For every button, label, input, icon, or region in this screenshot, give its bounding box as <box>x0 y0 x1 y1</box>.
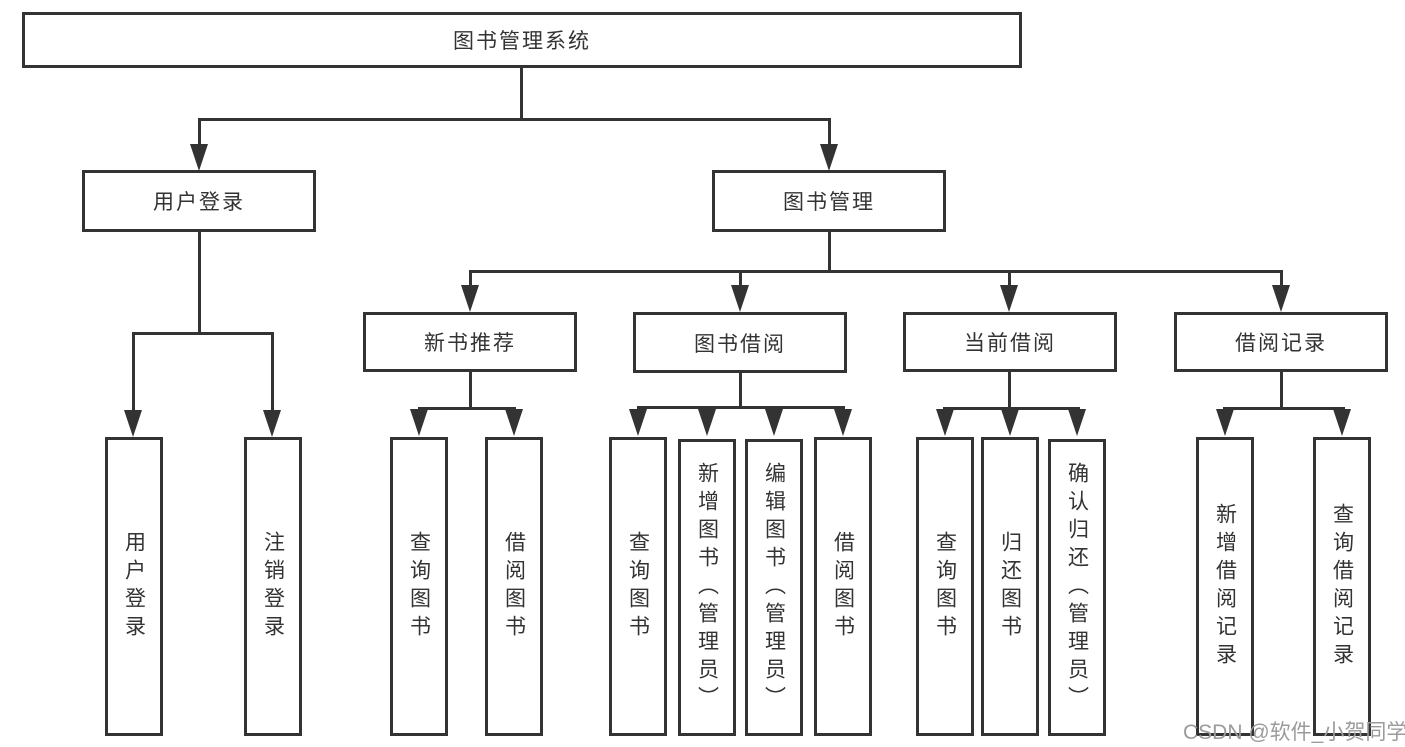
connector-line <box>739 371 742 409</box>
leaf-records-add-record-label: 新增借阅记录 <box>1213 502 1237 671</box>
connector-line <box>1280 270 1283 290</box>
leaf-current-query-books: 查询图书 <box>916 437 974 736</box>
arrow-down-icon <box>124 410 142 437</box>
connector-line <box>1008 371 1011 409</box>
node-new-book-recommend: 新书推荐 <box>363 312 577 372</box>
connector-line <box>469 370 472 410</box>
connector-line <box>198 232 201 335</box>
leaf-borrow-query-books: 查询图书 <box>609 437 667 736</box>
arrow-down-icon <box>1000 285 1018 312</box>
node-book-management: 图书管理 <box>712 170 946 232</box>
arrow-down-icon <box>936 409 954 436</box>
arrow-down-icon <box>410 409 428 436</box>
node-new-book-recommend-label: 新书推荐 <box>424 332 516 355</box>
arrow-down-icon <box>698 409 716 436</box>
arrow-down-icon <box>820 144 838 171</box>
connector-line <box>1008 270 1011 290</box>
node-book-borrow-label: 图书借阅 <box>694 332 786 356</box>
arrow-down-icon <box>1068 409 1086 436</box>
arrow-down-icon <box>1001 409 1019 436</box>
connector-line <box>132 332 135 411</box>
arrow-down-icon <box>461 285 479 312</box>
connector-line <box>469 270 1283 273</box>
leaf-current-confirm-return-admin: 确认归还（管理员） <box>1048 439 1106 736</box>
connector-line <box>132 332 274 335</box>
leaf-borrow-borrow-books: 借阅图书 <box>814 437 872 736</box>
leaf-borrow-query-books-label: 查询图书 <box>626 530 650 643</box>
leaf-recommend-borrow-books-label: 借阅图书 <box>502 530 526 643</box>
connector-line <box>739 270 742 290</box>
leaf-borrow-edit-books-admin: 编辑图书（管理员） <box>745 439 803 736</box>
connector-line <box>943 407 1080 410</box>
arrow-down-icon <box>1272 285 1290 312</box>
arrow-down-icon <box>731 285 749 312</box>
node-borrow-records: 借阅记录 <box>1174 312 1388 372</box>
leaf-user-login: 用户登录 <box>105 437 163 736</box>
leaf-user-login-label: 用户登录 <box>122 530 146 643</box>
leaf-current-confirm-return-admin-label: 确认归还（管理员） <box>1065 461 1089 714</box>
arrow-down-icon <box>263 410 281 437</box>
connector-line <box>1223 407 1345 410</box>
connector-line <box>271 332 274 411</box>
node-root-label: 图书管理系统 <box>453 30 591 53</box>
arrow-down-icon <box>1216 409 1234 436</box>
arrow-down-icon <box>190 144 208 171</box>
node-current-borrow: 当前借阅 <box>903 312 1117 372</box>
leaf-logout-label: 注销登录 <box>261 530 285 643</box>
leaf-recommend-query-books-label: 查询图书 <box>407 530 431 643</box>
connector-line <box>198 118 831 121</box>
node-book-borrow: 图书借阅 <box>633 312 847 373</box>
connector-line <box>198 118 201 150</box>
node-book-management-label: 图书管理 <box>783 191 875 214</box>
leaf-recommend-query-books: 查询图书 <box>390 437 448 736</box>
arrow-down-icon <box>629 409 647 436</box>
connector-line <box>828 232 831 273</box>
arrow-down-icon <box>834 409 852 436</box>
leaf-current-return-books: 归还图书 <box>981 437 1039 736</box>
node-user-login-label: 用户登录 <box>153 191 245 214</box>
leaf-current-return-books-label: 归还图书 <box>998 530 1022 643</box>
watermark: CSDN @软件_小贺同学 <box>1183 721 1405 744</box>
leaf-borrow-add-books-admin-label: 新增图书（管理员） <box>695 461 719 714</box>
leaf-current-query-books-label: 查询图书 <box>933 530 957 643</box>
leaf-borrow-add-books-admin: 新增图书（管理员） <box>678 439 736 736</box>
arrow-down-icon <box>765 409 783 436</box>
node-root: 图书管理系统 <box>22 12 1022 68</box>
connector-line <box>828 118 831 150</box>
leaf-borrow-borrow-books-label: 借阅图书 <box>831 530 855 643</box>
leaf-records-query-record: 查询借阅记录 <box>1313 437 1371 736</box>
connector-line <box>520 66 523 120</box>
leaf-records-query-record-label: 查询借阅记录 <box>1330 502 1354 671</box>
node-borrow-records-label: 借阅记录 <box>1235 332 1327 355</box>
leaf-recommend-borrow-books: 借阅图书 <box>485 437 543 736</box>
leaf-borrow-edit-books-admin-label: 编辑图书（管理员） <box>762 461 786 714</box>
arrow-down-icon <box>505 409 523 436</box>
arrow-down-icon <box>1333 409 1351 436</box>
connector-line <box>1280 371 1283 409</box>
connector-line <box>469 270 472 290</box>
connector-line <box>418 407 516 410</box>
node-current-borrow-label: 当前借阅 <box>964 332 1056 355</box>
connector-line <box>637 406 845 409</box>
leaf-logout: 注销登录 <box>244 437 302 736</box>
node-user-login: 用户登录 <box>82 170 316 232</box>
leaf-records-add-record: 新增借阅记录 <box>1196 437 1254 736</box>
